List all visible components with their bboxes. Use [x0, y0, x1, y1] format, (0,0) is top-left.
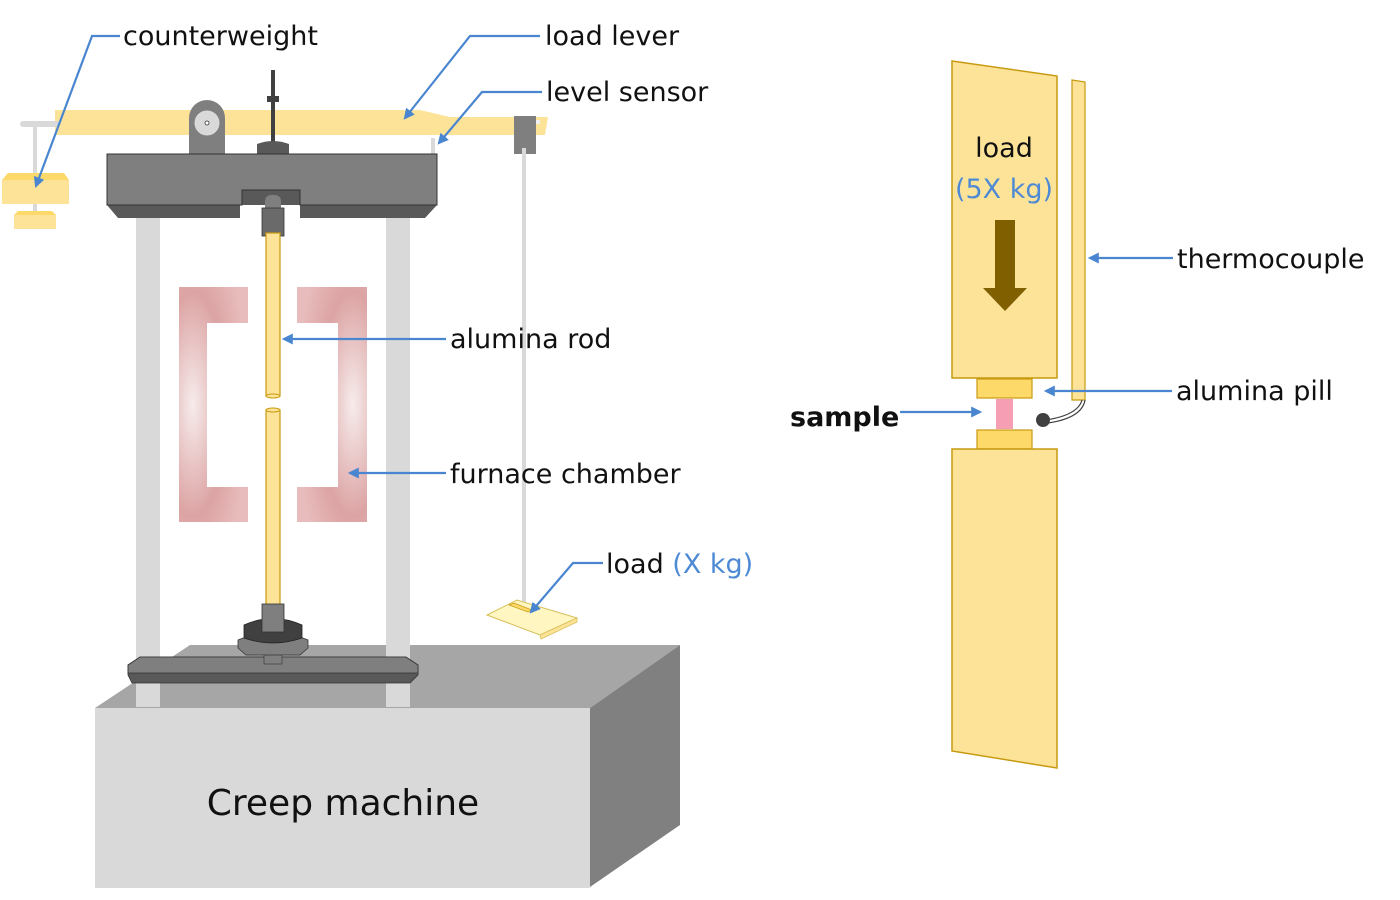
thermocouple-label: thermocouple: [1177, 244, 1364, 275]
load-pan-label: load (X kg): [606, 549, 753, 580]
load-pan-label-value: (X kg): [672, 549, 753, 580]
level-sensor-leader: [437, 90, 542, 145]
sample-detail: load (5X kg) thermocouple alumina pill s…: [790, 60, 1364, 769]
lever-pivot: [189, 100, 225, 154]
level-sensor-label: level sensor: [546, 77, 709, 108]
load-direction-arrow: [983, 220, 1027, 311]
right-column: [386, 207, 410, 707]
sample-label: sample: [790, 402, 899, 433]
furnace-left: [179, 287, 248, 522]
adjusting-screw: [257, 70, 289, 154]
upper-load-column: [951, 60, 1058, 379]
lower-alumina-pill: [976, 429, 1033, 450]
detail-load-label: load: [975, 133, 1033, 164]
left-annotations: counterweight load lever level sensor al…: [33, 21, 753, 614]
alumina-rod: [265, 232, 281, 611]
load-pan-label-text: load: [606, 549, 672, 580]
machine-label: Creep machine: [207, 783, 479, 824]
furnace-chamber-label: furnace chamber: [450, 459, 681, 490]
machine-base: Creep machine: [95, 645, 680, 888]
counterweight-label: counterweight: [123, 21, 318, 52]
sample: [996, 399, 1013, 429]
level-sensor: [431, 138, 435, 154]
detail-load-value: (5X kg): [955, 174, 1053, 205]
left-column: [136, 207, 160, 707]
alumina-rod-label: alumina rod: [450, 324, 611, 355]
crosshead: [106, 153, 438, 237]
load-pan-leader: [529, 561, 603, 614]
lever-bar: [55, 110, 548, 135]
load-lever-label: load lever: [545, 21, 680, 52]
lower-fixture: [127, 603, 419, 684]
load-pan: [485, 599, 579, 640]
counterweight: [2, 173, 69, 229]
load-lever: [2, 70, 548, 608]
furnace-right: [297, 287, 367, 522]
upper-alumina-pill: [976, 378, 1033, 399]
base-side: [590, 645, 680, 887]
thermocouple-tip: [1036, 413, 1050, 427]
base-front: [95, 708, 590, 888]
load-lever-leader: [403, 34, 540, 120]
thermocouple-sheath: [1071, 79, 1086, 401]
lower-load-column: [951, 448, 1058, 769]
furnace-chamber: [179, 287, 367, 522]
lower-rod: [265, 409, 281, 611]
counterweight-leader: [33, 34, 120, 189]
alumina-pill-label: alumina pill: [1176, 376, 1333, 407]
upper-rod: [265, 232, 281, 397]
